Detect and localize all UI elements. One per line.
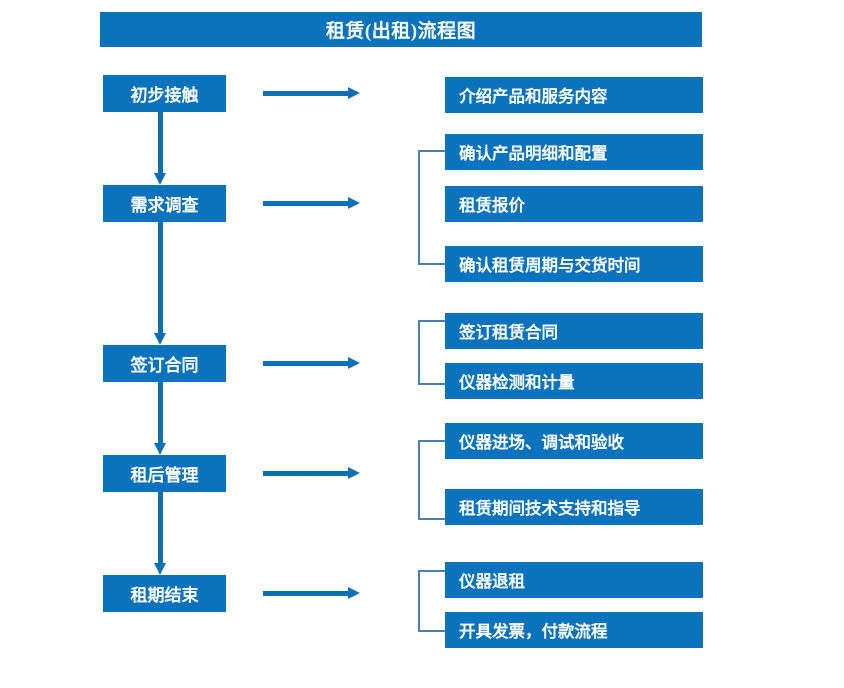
- detail-box-invoice-payment[interactable]: 开具发票，付款流程: [445, 612, 703, 648]
- stage-box-demand-survey[interactable]: 需求调查: [103, 185, 226, 222]
- detail-box-instrument-onsite-commission[interactable]: 仪器进场、调试和验收: [445, 423, 703, 459]
- arrow-shaft: [263, 471, 349, 476]
- detail-box-instrument-inspection[interactable]: 仪器检测和计量: [445, 363, 703, 399]
- flowchart-title: 租赁(出租)流程图: [100, 12, 702, 47]
- horizontal-arrow-4: [263, 467, 360, 480]
- arrow-shaft: [158, 382, 163, 443]
- arrow-head-down-icon: [154, 333, 166, 345]
- bracket-arm-bottom: [418, 383, 445, 385]
- group-bracket-5: [418, 570, 445, 632]
- bracket-arm-bottom: [418, 263, 445, 265]
- stage-box-initial-contact[interactable]: 初步接触: [103, 75, 226, 112]
- bracket-spine: [418, 320, 420, 385]
- arrow-shaft: [158, 222, 163, 333]
- group-bracket-3: [418, 320, 445, 385]
- detail-box-confirm-product-details[interactable]: 确认产品明细和配置: [445, 134, 703, 170]
- arrow-head-down-icon: [154, 443, 166, 455]
- horizontal-arrow-3: [263, 357, 360, 370]
- group-bracket-2: [418, 150, 445, 265]
- detail-box-technical-support[interactable]: 租赁期间技术支持和指导: [445, 489, 703, 525]
- arrow-shaft: [158, 112, 163, 173]
- detail-box-instrument-return[interactable]: 仪器退租: [445, 562, 703, 598]
- arrow-head-down-icon: [154, 173, 166, 185]
- detail-box-sign-lease-contract[interactable]: 签订租赁合同: [445, 313, 703, 349]
- horizontal-arrow-2: [263, 197, 360, 210]
- arrow-head-right-icon: [348, 357, 360, 369]
- arrow-head-right-icon: [348, 467, 360, 479]
- vertical-arrow-1: [154, 112, 167, 185]
- bracket-arm-bottom: [418, 518, 445, 520]
- arrow-head-down-icon: [154, 563, 166, 575]
- bracket-arm-bottom: [418, 630, 445, 632]
- arrow-head-right-icon: [348, 587, 360, 599]
- stage-box-lease-end[interactable]: 租期结束: [103, 575, 226, 612]
- detail-box-introduce-products[interactable]: 介绍产品和服务内容: [445, 77, 703, 113]
- bracket-arm-top: [418, 440, 445, 442]
- detail-box-confirm-lease-period[interactable]: 确认租赁周期与交货时间: [445, 246, 703, 282]
- bracket-arm-top: [418, 150, 445, 152]
- bracket-arm-top: [418, 570, 445, 572]
- bracket-spine: [418, 440, 420, 520]
- horizontal-arrow-1: [263, 87, 360, 100]
- stage-box-sign-contract[interactable]: 签订合同: [103, 345, 226, 382]
- arrow-head-right-icon: [348, 87, 360, 99]
- group-bracket-4: [418, 440, 445, 520]
- stage-box-post-rental-management[interactable]: 租后管理: [103, 455, 226, 492]
- arrow-head-right-icon: [348, 197, 360, 209]
- vertical-arrow-4: [154, 492, 167, 575]
- arrow-shaft: [263, 91, 349, 96]
- vertical-arrow-2: [154, 222, 167, 345]
- arrow-shaft: [263, 361, 349, 366]
- arrow-shaft: [158, 492, 163, 563]
- vertical-arrow-3: [154, 382, 167, 455]
- bracket-arm-top: [418, 320, 445, 322]
- bracket-spine: [418, 570, 420, 632]
- horizontal-arrow-5: [263, 587, 360, 600]
- arrow-shaft: [263, 201, 349, 206]
- bracket-spine: [418, 150, 420, 265]
- detail-box-rental-quotation[interactable]: 租赁报价: [445, 186, 703, 222]
- arrow-shaft: [263, 591, 349, 596]
